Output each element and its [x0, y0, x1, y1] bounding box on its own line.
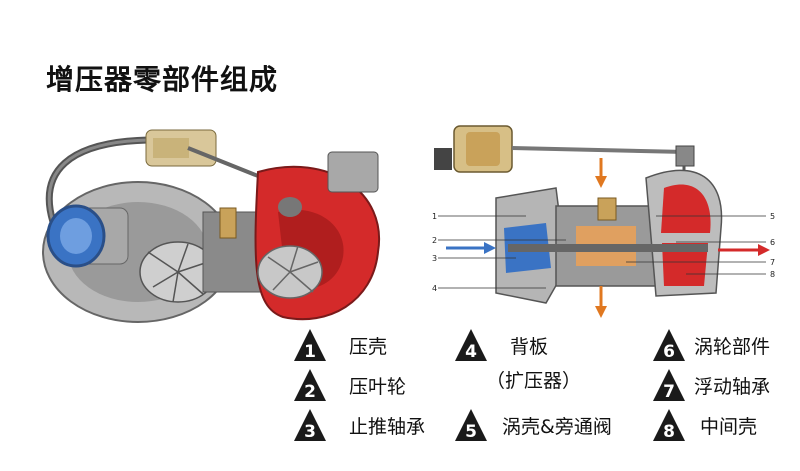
diagram-label-6: 6	[770, 238, 775, 247]
diagram-label-5: 5	[770, 212, 775, 221]
legend-label: 涡轮部件	[694, 335, 771, 358]
diagram-label-7: 7	[770, 258, 775, 267]
legend-item-3: 3 止推轴承	[293, 408, 425, 442]
legend-label: 涡壳&旁通阀	[502, 415, 612, 438]
diagram-label-2: 2	[432, 236, 437, 245]
legend-label: 压叶轮	[349, 375, 407, 398]
svg-text:2: 2	[304, 382, 316, 402]
legend-item-4: 4 背板	[454, 328, 548, 362]
turbocharger-section-diagram: 1 2 3 4 5 6 7 8	[432, 125, 775, 318]
diagram-label-8: 8	[770, 270, 775, 279]
diagram-label-1: 1	[432, 212, 437, 221]
svg-text:7: 7	[663, 382, 675, 402]
svg-text:1: 1	[304, 342, 316, 362]
legend-label: 浮动轴承	[694, 375, 771, 398]
svg-text:4: 4	[465, 342, 477, 362]
svg-text:5: 5	[465, 422, 477, 442]
legend-item-2: 2 压叶轮	[293, 368, 406, 402]
legend-item-6: 6 涡轮部件	[652, 328, 770, 362]
turbocharger-cutaway-illustration	[42, 129, 381, 323]
triangle-marker-icon: 5	[454, 408, 488, 442]
legend-item-7: 7 浮动轴承	[652, 368, 770, 402]
legend-item-8: 8 中间壳	[652, 408, 757, 442]
legend-label: 止推轴承	[349, 415, 426, 438]
triangle-marker-icon: 4	[454, 328, 488, 362]
legend-label: 压壳	[349, 335, 388, 358]
triangle-marker-icon: 6	[652, 328, 686, 362]
triangle-marker-icon: 1	[293, 328, 327, 362]
triangle-marker-icon: 2	[293, 368, 327, 402]
legend-item-1: 1 压壳	[293, 328, 387, 362]
triangle-marker-icon: 8	[652, 408, 686, 442]
triangle-marker-icon: 3	[293, 408, 327, 442]
legend-item-5: 5 涡壳&旁通阀	[454, 408, 612, 442]
triangle-marker-icon: 7	[652, 368, 686, 402]
svg-text:3: 3	[304, 422, 316, 442]
diagram-label-4: 4	[432, 284, 437, 293]
legend-sublabel: （扩压器）	[486, 370, 582, 392]
svg-text:8: 8	[663, 422, 675, 442]
legend-label: 中间壳	[700, 415, 758, 438]
diagram-label-3: 3	[432, 254, 437, 263]
legend-label: 背板	[510, 335, 549, 358]
svg-text:6: 6	[663, 342, 675, 362]
page-title: 增压器零部件组成	[46, 63, 279, 96]
